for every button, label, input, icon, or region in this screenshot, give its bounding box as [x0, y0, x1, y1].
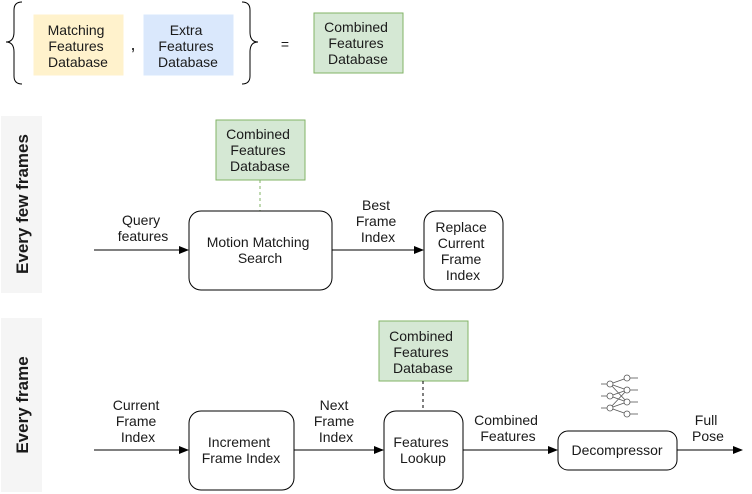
extra-label-line: Features	[158, 38, 213, 54]
extra-features-database-label: Extra Features Database	[158, 22, 218, 70]
increment-line: Frame Index	[202, 450, 281, 466]
next-frame-index-label: Next Frame Index	[314, 397, 358, 445]
combined-label-line: Combined	[324, 19, 388, 35]
next-line: Index	[319, 429, 353, 445]
matching-features-database-label: Matching Features Database	[48, 22, 109, 70]
best-line: Index	[361, 229, 395, 245]
replace-line: Index	[446, 267, 480, 283]
section-band-every-frame	[1, 318, 42, 492]
matching-label-line: Matching	[48, 22, 105, 38]
output-line: Pose	[692, 428, 724, 444]
section2-db-line: Combined	[389, 328, 453, 344]
query-line: features	[118, 228, 169, 244]
replace-current-frame-index-label: Replace Current Frame Index	[435, 219, 490, 283]
full-pose-label: Full Pose	[692, 412, 724, 444]
replace-line: Frame	[441, 251, 482, 267]
extra-features-database-box	[143, 14, 234, 76]
increment-line: Increment	[208, 434, 270, 450]
best-line: Frame	[356, 213, 397, 229]
next-line: Next	[320, 397, 349, 413]
current-frame-index-label: Current Frame Index	[113, 397, 164, 445]
next-line: Frame	[314, 413, 355, 429]
section1-combined-database-box	[215, 119, 306, 181]
features-lookup-label: Features Lookup	[393, 434, 452, 466]
section-band-every-few-frames	[1, 116, 42, 293]
combined-label-line: Features	[328, 35, 383, 51]
matching-label-line: Features	[48, 38, 103, 54]
combined-features-database-box	[313, 12, 404, 74]
output-line: Full	[695, 412, 718, 428]
current-line: Index	[121, 429, 155, 445]
matching-features-database-box	[33, 14, 124, 76]
section-label-every-few-frames: Every few frames	[13, 134, 32, 274]
section1-db-line: Database	[230, 158, 290, 174]
section2-combined-database-box	[378, 320, 469, 382]
section2-db-line: Database	[393, 360, 453, 376]
best-line: Best	[362, 197, 390, 213]
combined-features-database-label: Combined Features Database	[324, 19, 392, 67]
increment-frame-index-label: Increment Frame Index	[202, 434, 281, 466]
search-line: Search	[238, 250, 282, 266]
decompressor-label: Decompressor	[571, 442, 662, 458]
left-curly-brace	[5, 1, 23, 85]
equals-sign: =	[281, 36, 289, 52]
combined-label-line: Database	[328, 51, 388, 67]
neural-network-icon	[601, 374, 638, 418]
section2-db-line: Features	[393, 344, 448, 360]
section1-combined-database-label: Combined Features Database	[226, 126, 294, 174]
edge2-line: Combined	[474, 412, 538, 428]
section1-db-line: Combined	[226, 126, 290, 142]
extra-label-line: Extra	[170, 22, 203, 38]
combined-features-edge-label: Combined Features	[474, 412, 542, 444]
search-line: Motion Matching	[207, 234, 310, 250]
lookup-line: Lookup	[400, 450, 446, 466]
best-frame-index-label: Best Frame Index	[356, 197, 400, 245]
section2-combined-database-label: Combined Features Database	[389, 328, 457, 376]
query-features-label: Query features	[118, 212, 169, 244]
extra-label-line: Database	[158, 54, 218, 70]
section1-db-line: Features	[230, 142, 285, 158]
replace-current-frame-index-box	[423, 210, 504, 291]
motion-matching-search-label: Motion Matching Search	[207, 234, 314, 266]
comma-separator: ,	[130, 34, 135, 54]
edge2-line: Features	[480, 428, 535, 444]
section-label-every-frame: Every frame	[13, 356, 32, 453]
lookup-line: Features	[393, 434, 448, 450]
current-line: Current	[113, 397, 160, 413]
query-line: Query	[122, 212, 160, 228]
replace-line: Replace	[435, 219, 487, 235]
replace-line: Current	[438, 235, 485, 251]
right-curly-brace	[241, 1, 259, 85]
current-line: Frame	[116, 413, 157, 429]
matching-label-line: Database	[48, 54, 108, 70]
